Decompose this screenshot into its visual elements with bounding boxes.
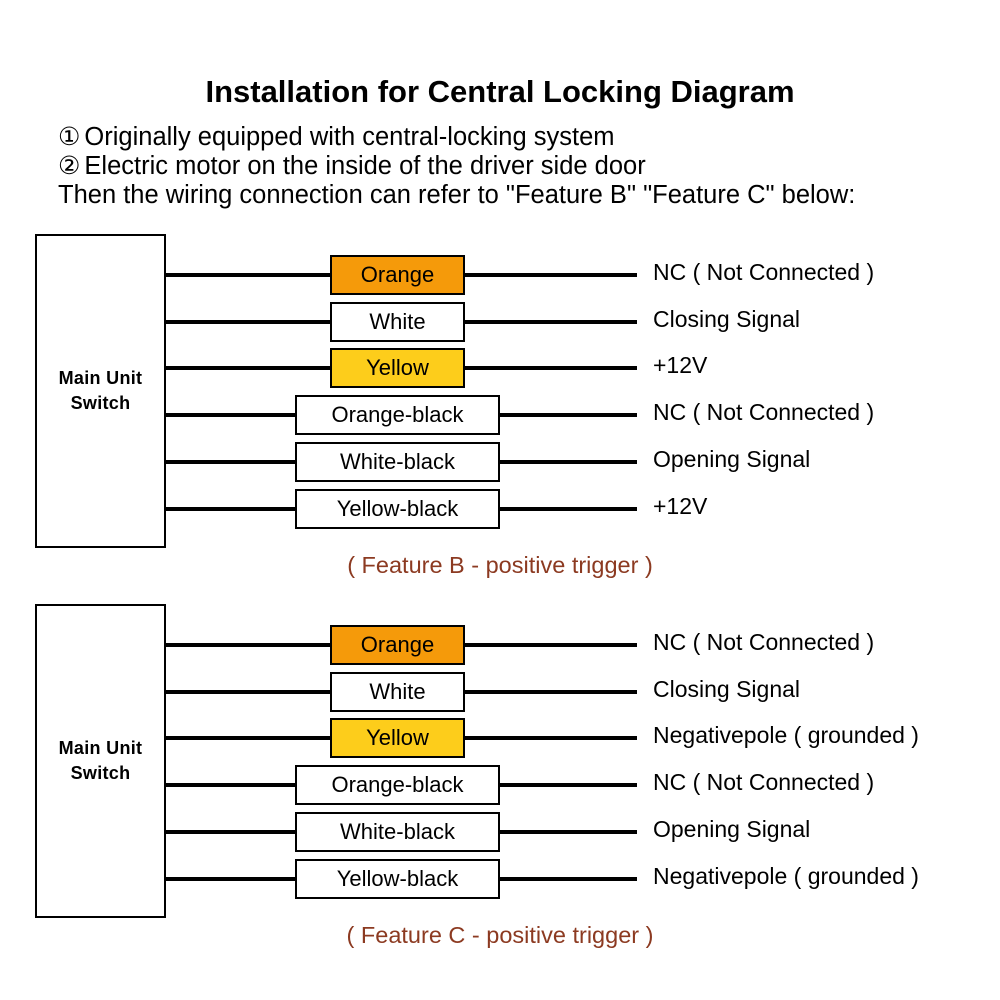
wire-label-white-c: White xyxy=(330,671,465,712)
list-marker-1: ① xyxy=(58,123,81,151)
wire-segment-right xyxy=(500,506,637,511)
wire-row: White-black Opening Signal xyxy=(0,811,1000,852)
wire-label-white-black-b: White-black xyxy=(295,441,500,482)
wire-row: White Closing Signal xyxy=(0,671,1000,712)
wire-function-label: NC ( Not Connected ) xyxy=(653,259,875,286)
wire-label-orange-b: Orange xyxy=(330,255,465,295)
wire-segment-right xyxy=(465,319,637,324)
wire-function-label: NC ( Not Connected ) xyxy=(653,769,875,796)
wire-function-label: NC ( Not Connected ) xyxy=(653,629,875,656)
wire-function-label: Negativepole ( grounded ) xyxy=(653,722,919,749)
wire-segment-left xyxy=(166,736,330,741)
wire-row: Orange-black NC ( Not Connected ) xyxy=(0,765,1000,806)
list-marker-2: ② xyxy=(58,152,81,180)
main-unit-switch-label-b: Main Unit Switch xyxy=(37,366,164,416)
wire-function-label: +12V xyxy=(653,352,708,379)
wire-segment-right xyxy=(500,829,637,834)
wire-segment-left xyxy=(166,459,295,464)
main-unit-switch-box-b: Main Unit Switch xyxy=(35,234,166,548)
wire-row: Yellow Negativepole ( grounded ) xyxy=(0,718,1000,759)
wire-segment-right xyxy=(465,643,637,647)
main-unit-label-line1-c: Main Unit xyxy=(58,738,143,759)
wire-label-orange-black-c: Orange-black xyxy=(295,765,500,806)
wire-segment-left xyxy=(166,273,330,277)
wire-function-label: NC ( Not Connected ) xyxy=(653,399,875,426)
header-closing-line: Then the wiring connection can refer to … xyxy=(58,181,856,209)
caption-feature-c: ( Feature C - positive trigger ) xyxy=(346,922,654,948)
wire-row: Yellow +12V xyxy=(0,348,1000,389)
wire-row: White Closing Signal xyxy=(0,301,1000,342)
main-unit-switch-box-c: Main Unit Switch xyxy=(35,604,166,918)
wire-label-white-black-c: White-black xyxy=(295,811,500,852)
wire-function-label: +12V xyxy=(653,492,708,519)
header-note-1-text: Originally equipped with central-locking… xyxy=(84,123,615,151)
wire-label-white-b: White xyxy=(330,301,465,342)
wire-segment-right xyxy=(465,689,637,694)
wire-segment-left xyxy=(166,689,330,694)
wire-segment-right xyxy=(465,273,637,277)
page-title: Installation for Central Locking Diagram xyxy=(205,74,795,109)
diagram-block-feature-b: Main Unit Switch Orange NC ( Not Connecte… xyxy=(0,230,1000,590)
wire-function-label: Negativepole ( grounded ) xyxy=(653,862,919,889)
main-unit-label-line2-b: Switch xyxy=(70,393,131,413)
wire-segment-left xyxy=(166,366,330,371)
wire-segment-right xyxy=(500,783,637,788)
wire-row: Yellow-black +12V xyxy=(0,488,1000,529)
wire-label-yellow-black-b: Yellow-black xyxy=(295,488,500,529)
wire-segment-left xyxy=(166,783,295,788)
main-unit-label-line2-c: Switch xyxy=(70,763,131,783)
wire-row: Orange-black NC ( Not Connected ) xyxy=(0,395,1000,436)
wire-function-label: Closing Signal xyxy=(653,675,801,702)
wire-segment-right xyxy=(500,413,637,418)
wire-row: Orange NC ( Not Connected ) xyxy=(0,625,1000,665)
wire-segment-right xyxy=(500,876,637,881)
wire-function-label: Closing Signal xyxy=(653,305,801,332)
wire-segment-right xyxy=(500,459,637,464)
wire-row: Yellow-black Negativepole ( grounded ) xyxy=(0,858,1000,899)
wire-segment-left xyxy=(166,506,295,511)
wire-label-orange-c: Orange xyxy=(330,625,465,665)
caption-feature-b: ( Feature B - positive trigger ) xyxy=(347,552,653,578)
main-unit-switch-label-c: Main Unit Switch xyxy=(37,736,164,786)
wire-label-orange-black-b: Orange-black xyxy=(295,395,500,436)
wire-segment-right xyxy=(465,366,637,371)
wire-function-label: Opening Signal xyxy=(653,815,811,842)
wire-segment-right xyxy=(465,736,637,741)
wire-segment-left xyxy=(166,643,330,647)
wire-segment-left xyxy=(166,876,295,881)
wire-segment-left xyxy=(166,413,295,418)
diagram-block-feature-c: Main Unit Switch Orange NC ( Not Connecte… xyxy=(0,600,1000,960)
main-unit-label-line1-b: Main Unit xyxy=(58,368,143,389)
wire-row: Orange NC ( Not Connected ) xyxy=(0,255,1000,295)
wire-label-yellow-c: Yellow xyxy=(330,718,465,759)
wire-row: White-black Opening Signal xyxy=(0,441,1000,482)
header-note-2-text: Electric motor on the inside of the driv… xyxy=(84,152,646,180)
wire-label-yellow-b: Yellow xyxy=(330,348,465,389)
wire-label-yellow-black-c: Yellow-black xyxy=(295,858,500,899)
wire-function-label: Opening Signal xyxy=(653,445,811,472)
wire-segment-left xyxy=(166,319,330,324)
wire-segment-left xyxy=(166,829,295,834)
